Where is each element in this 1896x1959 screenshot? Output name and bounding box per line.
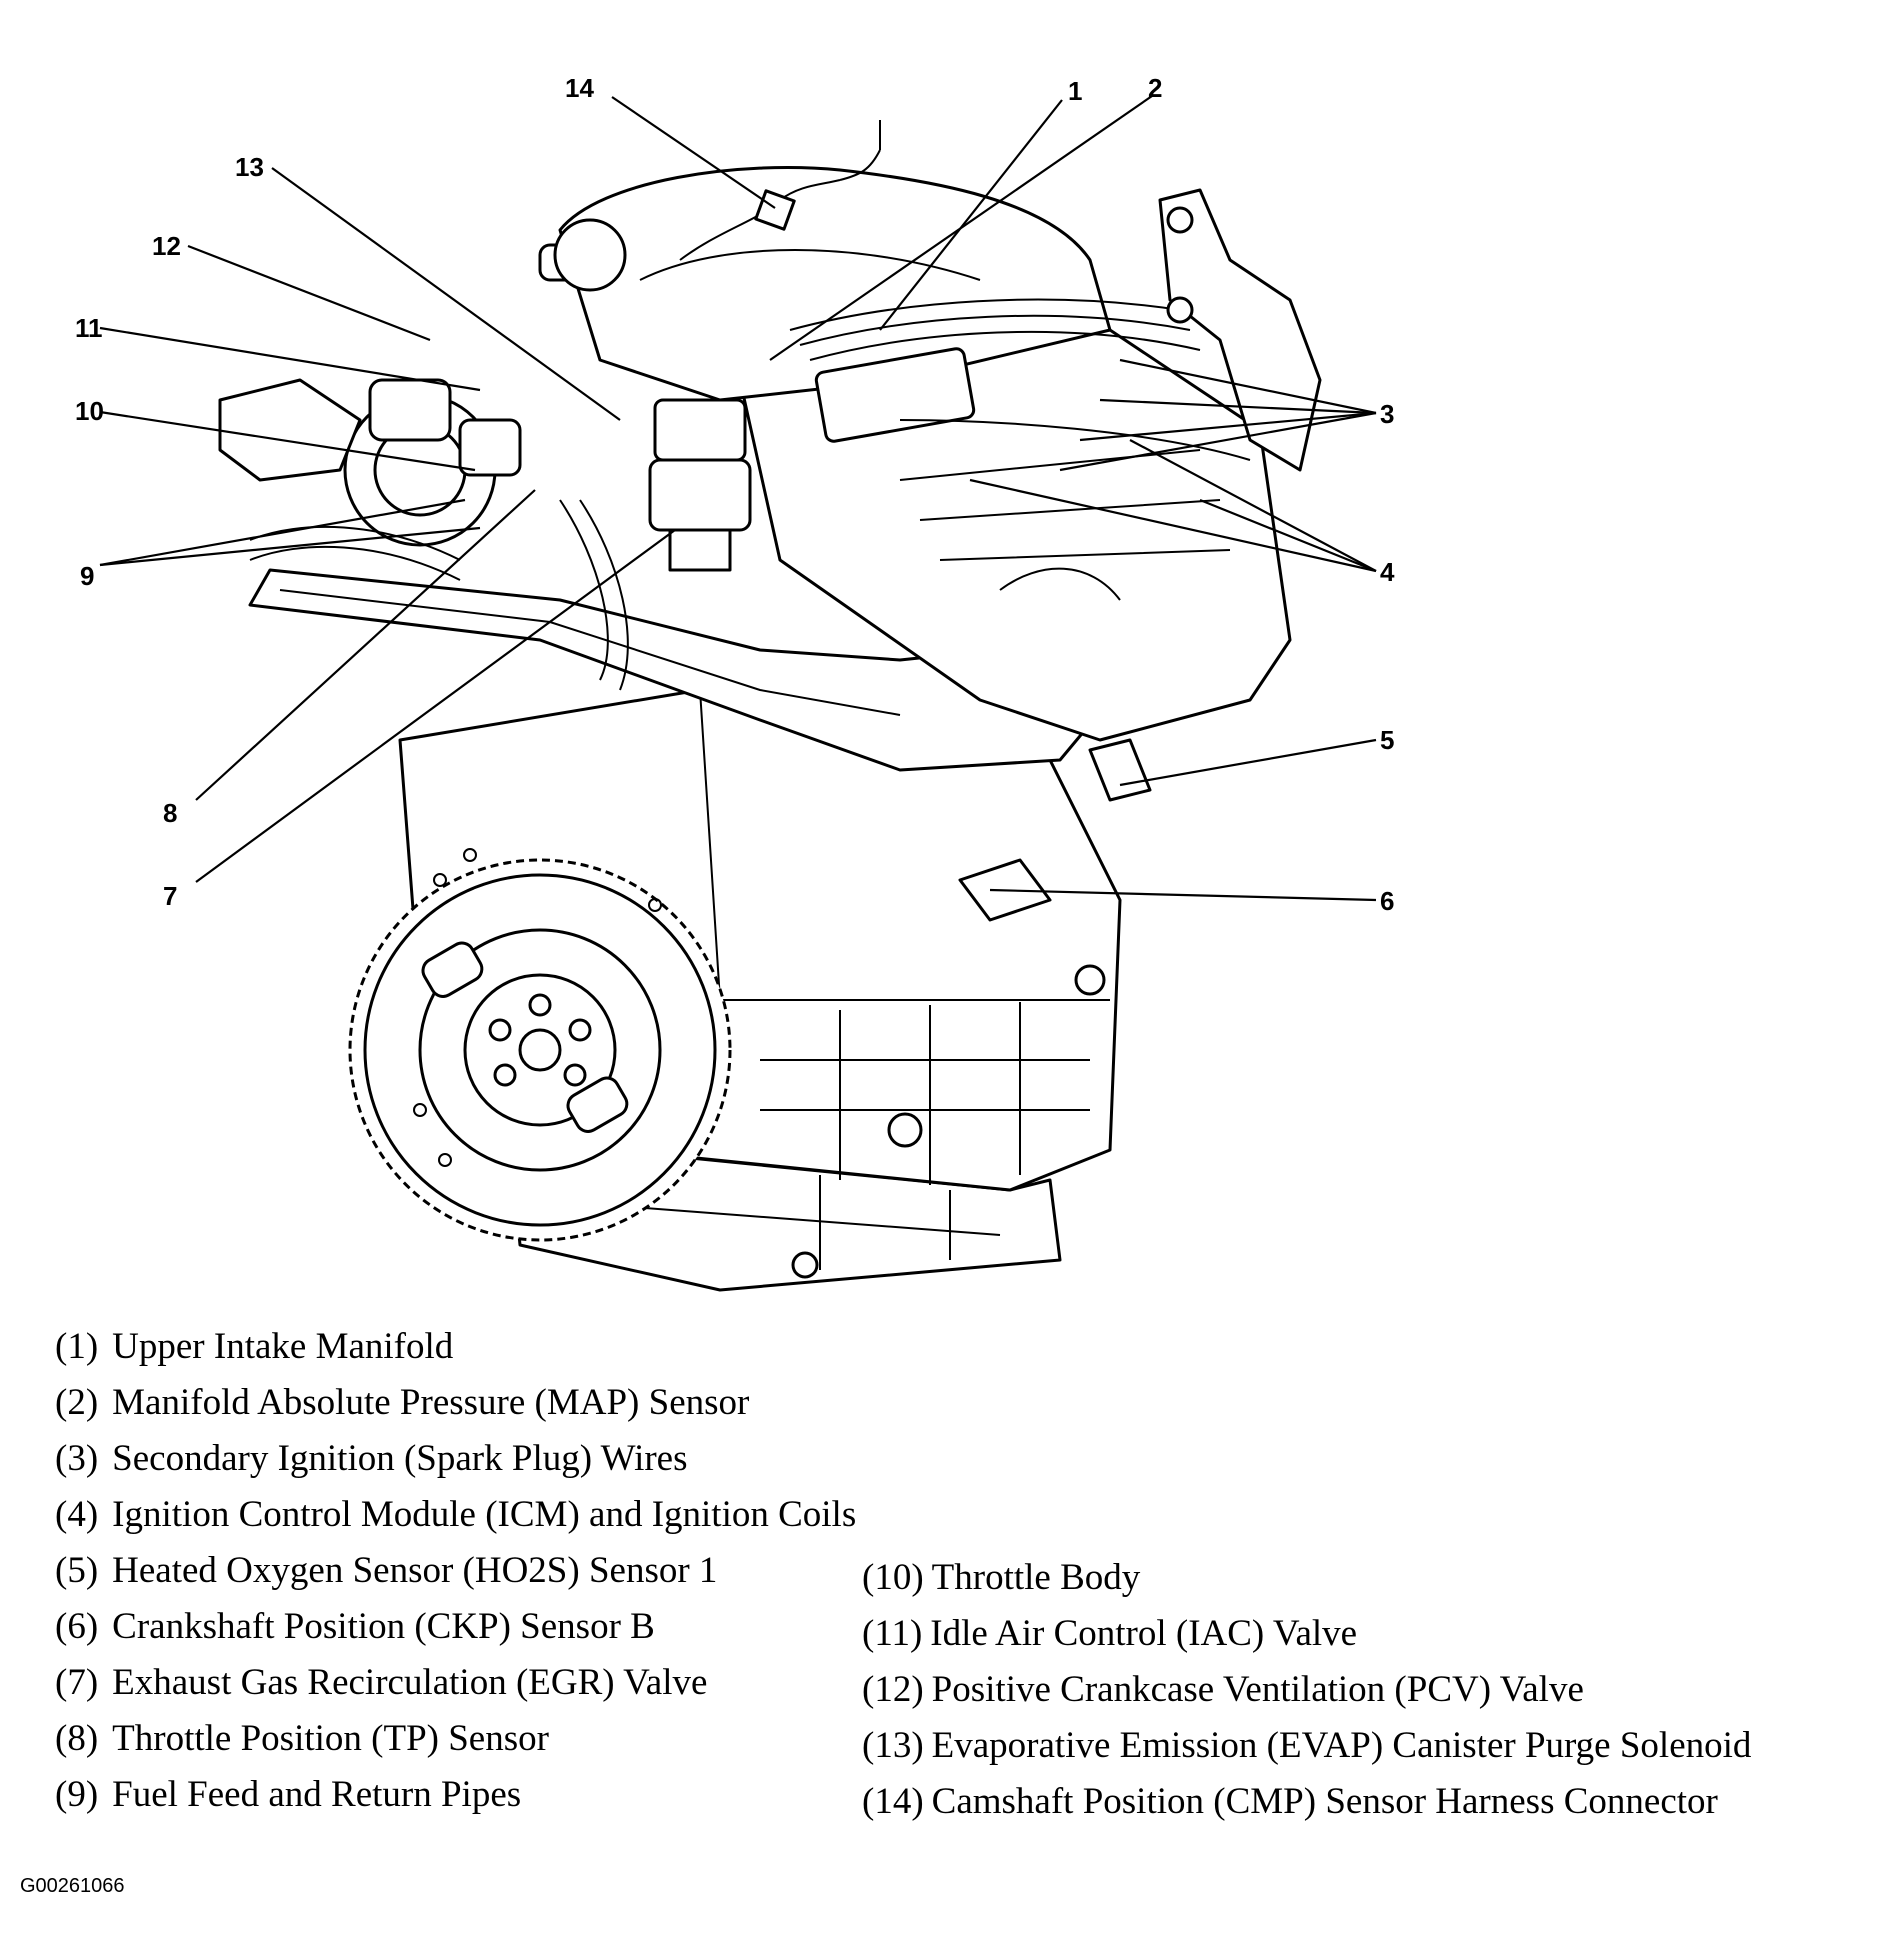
legend-item-5: (5)Heated Oxygen Sensor (HO2S) Sensor 1 <box>55 1550 718 1591</box>
flywheel <box>348 848 732 1242</box>
legend-item-8: (8)Throttle Position (TP) Sensor <box>55 1718 549 1759</box>
figure-id: G00261066 <box>20 1875 125 1897</box>
legend-item-4: (4)Ignition Control Module (ICM) and Ign… <box>55 1494 857 1535</box>
ignition-coils <box>789 298 1251 461</box>
legend-item-1: (1)Upper Intake Manifold <box>55 1326 454 1367</box>
leader-lines <box>99 95 1377 902</box>
callout-6: 6 <box>1380 886 1394 916</box>
legend-item-13: (13)Evaporative Emission (EVAP) Canister… <box>862 1725 1752 1766</box>
legend-item-3: (3)Secondary Ignition (Spark Plug) Wires <box>55 1438 688 1479</box>
callout-13: 13 <box>235 152 264 182</box>
callout-9: 9 <box>80 561 94 591</box>
callout-10: 10 <box>75 396 104 426</box>
legend-item-9: (9)Fuel Feed and Return Pipes <box>55 1774 522 1815</box>
legend-item-6: (6)Crankshaft Position (CKP) Sensor B <box>55 1606 655 1647</box>
legend-item-12: (12)Positive Crankcase Ventilation (PCV)… <box>862 1669 1584 1710</box>
callout-4: 4 <box>1380 557 1395 587</box>
legend-item-7: (7)Exhaust Gas Recirculation (EGR) Valve <box>55 1662 708 1703</box>
callout-7: 7 <box>163 881 177 911</box>
legend-item-11: (11)Idle Air Control (IAC) Valve <box>862 1613 1358 1654</box>
legend-item-2: (2)Manifold Absolute Pressure (MAP) Sens… <box>55 1382 750 1423</box>
callout-3: 3 <box>1380 399 1394 429</box>
throttle-body <box>343 378 522 547</box>
egr-valve <box>648 398 752 572</box>
callout-5: 5 <box>1380 725 1394 755</box>
callout-numbers: 1 2 3 4 5 6 7 8 9 10 11 12 13 14 <box>75 73 1395 916</box>
callout-14: 14 <box>565 73 594 103</box>
legend-item-10: (10)Throttle Body <box>862 1557 1141 1598</box>
callout-2: 2 <box>1148 73 1162 103</box>
callout-12: 12 <box>152 231 181 261</box>
callout-1: 1 <box>1068 76 1082 106</box>
legend-item-14: (14)Camshaft Position (CMP) Sensor Harne… <box>862 1781 1718 1822</box>
engine-illustration <box>218 120 1322 1292</box>
callout-8: 8 <box>163 798 177 828</box>
callout-11: 11 <box>75 313 103 343</box>
